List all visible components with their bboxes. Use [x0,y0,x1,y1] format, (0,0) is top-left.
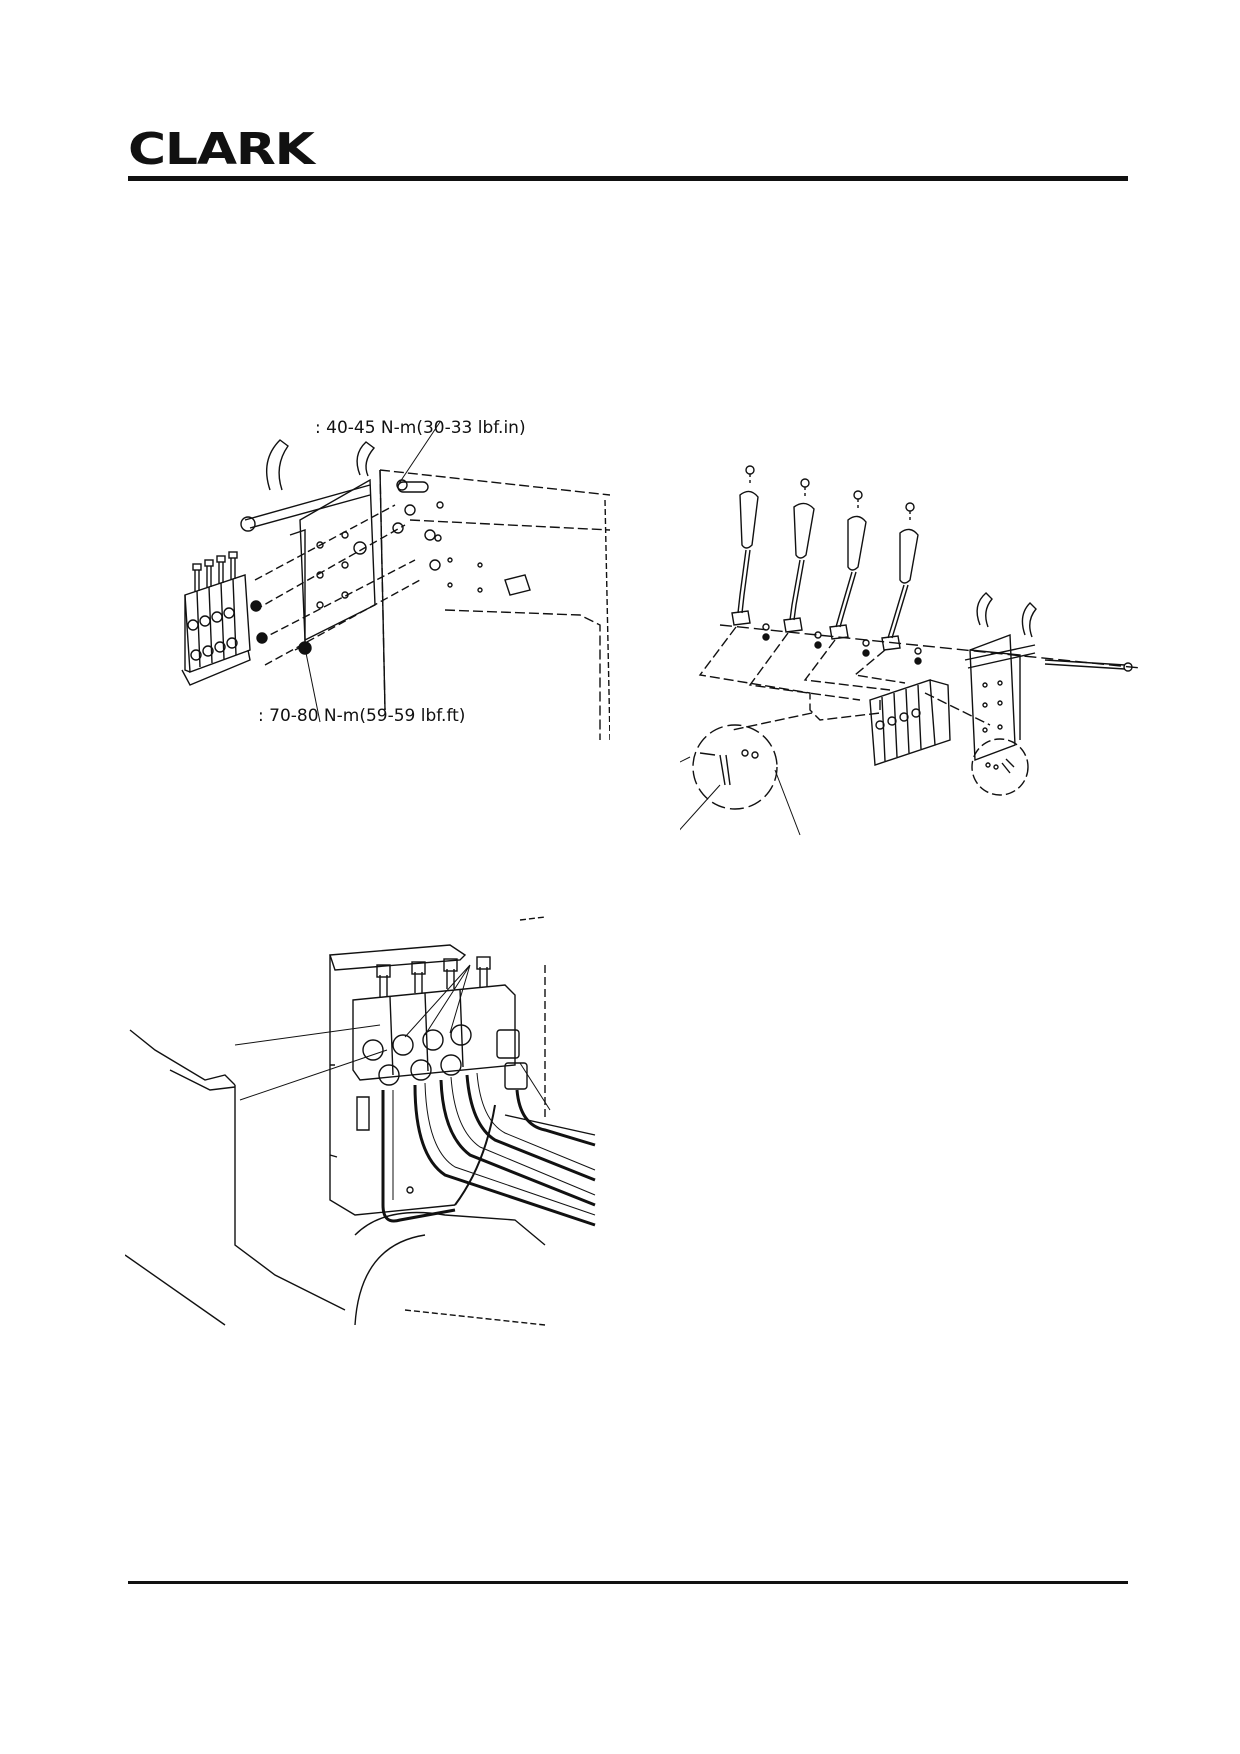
header-rule [128,176,1128,181]
figure-valve-mounting [170,410,610,740]
lever-exploded-drawing [680,465,1140,836]
figure-lever-exploded-view [680,455,1140,845]
footer-rule [128,1581,1128,1584]
hose-connections-drawing [125,916,596,1326]
valve-mounting-drawing [181,421,610,740]
torque-spec-top: : 40-45 N-m(30-33 lbf.in) [315,418,526,438]
figure-hose-connections [125,915,615,1335]
brand-name: CLARK [128,124,315,175]
torque-spec-bottom: : 70-80 N-m(59-59 lbf.ft) [258,706,466,726]
clark-logo: CLARK [128,128,315,172]
